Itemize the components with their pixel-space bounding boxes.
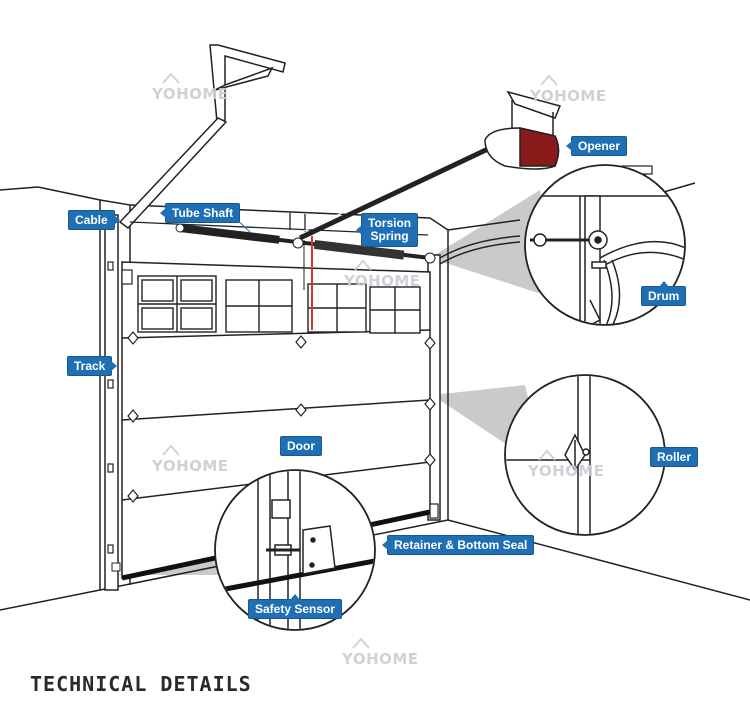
callout-door: Door (281, 437, 321, 455)
shaft-and-spring (175, 223, 436, 264)
callout-track: Track (68, 357, 118, 375)
door-windows (137, 275, 421, 334)
ceiling-bracket (118, 44, 286, 230)
callout-cable: Cable (69, 211, 120, 229)
sensor-detail (214, 469, 376, 631)
watermark-logo: YOHOME (152, 444, 229, 475)
roller-detail (504, 374, 666, 536)
callout-drum: Drum (642, 281, 686, 305)
room-walls (0, 182, 750, 611)
drum-detail (524, 164, 686, 326)
callout-torsion-spring: Torsion Spring (355, 214, 418, 246)
watermark-logo: YOHOME (342, 637, 419, 668)
callout-safety-sensor: Safety Sensor (249, 594, 342, 618)
watermark-logo: YOHOME (528, 449, 605, 480)
watermark-logo: YOHOME (344, 259, 421, 290)
door-hinges (107, 261, 439, 554)
opener-rail (298, 142, 492, 330)
footer-title: TECHNICAL DETAILS (30, 672, 252, 696)
callout-tube-shaft: Tube Shaft (159, 204, 240, 222)
opener-unit (484, 90, 562, 170)
watermark-logo: YOHOME (152, 72, 229, 103)
watermark-logo: YOHOME (530, 74, 607, 105)
sensor-mini (111, 562, 121, 572)
callout-retainer-bottom-seal: Retainer & Bottom Seal (381, 536, 534, 554)
callout-opener: Opener (565, 137, 627, 155)
callout-roller: Roller (651, 448, 698, 466)
